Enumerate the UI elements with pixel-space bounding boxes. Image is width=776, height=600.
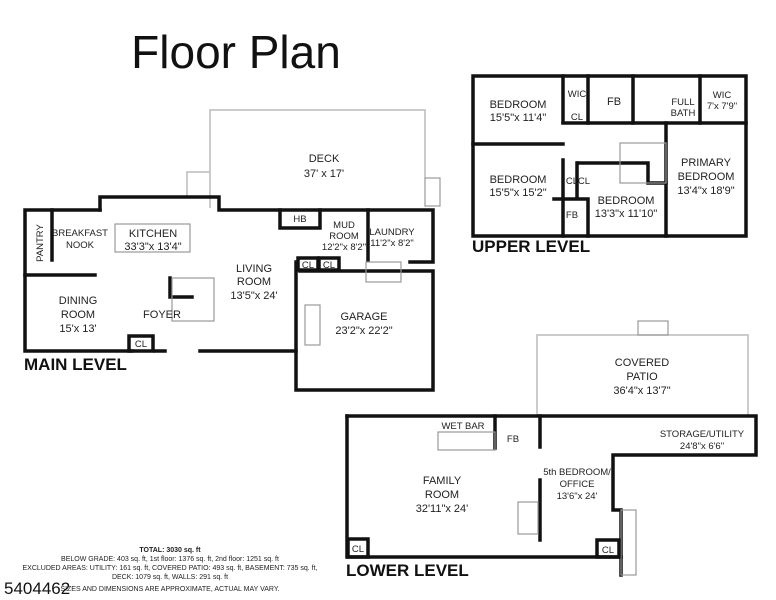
full-bath-2: BATH (671, 108, 696, 119)
area-line-3: DECK: 1079 sq. ft, WALLS: 291 sq. ft (112, 574, 228, 581)
cl-upper-2: CL (566, 176, 578, 187)
main-wall-west (23, 208, 134, 353)
patio-name-2: PATIO (626, 371, 658, 383)
page-title: Floor Plan (131, 26, 341, 78)
listing-id: 5404462 (4, 579, 70, 598)
wic2-size: 7'x 7'9" (707, 101, 737, 112)
deck-outline (209, 109, 426, 208)
primary-size: 13'4"x 18'9" (677, 185, 734, 197)
lower-level-plan: COVERED PATIO 36'4"x 13'7" WET BAR FB ST… (345, 320, 758, 580)
mud-name-1: MUD (333, 220, 355, 231)
wet-bar-counter (437, 431, 496, 451)
pantry-label: PANTRY (35, 224, 46, 262)
bed3-name: BEDROOM (598, 195, 655, 207)
office-size: 13'6"x 24' (557, 491, 598, 502)
deck-stairs (424, 177, 441, 207)
bed3-wall (576, 161, 668, 185)
wet-bar-label: WET BAR (441, 421, 484, 432)
deck-size: 37' x 17' (304, 168, 344, 180)
lower-level-label: LOWER LEVEL (346, 561, 469, 580)
bed1-size: 15'5"x 11'4" (490, 112, 547, 124)
foyer-closet (127, 334, 155, 353)
cl-box-2 (317, 256, 341, 272)
laundry-name: LAUNDRY (369, 227, 415, 238)
kitchen-size: 33'3"x 13'4" (124, 241, 181, 253)
mud-name-2: ROOM (329, 231, 359, 242)
storage-name: STORAGE/UTILITY (660, 429, 745, 440)
bed2-name: BEDROOM (490, 174, 547, 186)
wic2-wall (698, 74, 748, 125)
breakfast-label-2: NOOK (66, 240, 95, 251)
lower-closet-1 (346, 537, 370, 559)
storage-size: 24'8"x 6'6" (680, 441, 724, 452)
bed2-size: 15'5"x 15'2" (489, 187, 546, 199)
main-level-plan: DECK 37' x 17' PANTRY BREAKFAST NOOK KIT… (23, 109, 441, 392)
fb-label: FB (607, 96, 621, 108)
cl-upper-3: CL (578, 176, 590, 187)
garage-size: 23'2"x 22'2" (335, 325, 392, 337)
office-name-1: 5th BEDROOM/ (543, 467, 611, 478)
cl-lower-2: CL (602, 545, 614, 556)
upper-level-label: UPPER LEVEL (472, 237, 590, 256)
primary-name-2: BEDROOM (678, 171, 735, 183)
full-bath-1: FULL (671, 97, 694, 108)
fb2-label: FB (566, 210, 578, 221)
breakfast-label-1: BREAKFAST (52, 228, 108, 239)
family-name-1: FAMILY (423, 475, 462, 487)
cl-1: CL (302, 260, 314, 271)
hb-label: HB (293, 214, 306, 225)
foyer-cl: CL (135, 339, 147, 350)
hb-walls (278, 208, 322, 230)
upper-stairs (619, 142, 667, 184)
wic2-name: WIC (713, 90, 732, 101)
bed1-name: BEDROOM (490, 99, 547, 111)
garage-stairs (304, 304, 321, 346)
laundry-stairs (365, 261, 402, 283)
living-size: 13'5"x 24' (230, 290, 277, 302)
foyer-label: FOYER (143, 309, 181, 321)
fb2-wall (552, 197, 590, 238)
family-size: 32'11"x 24' (416, 503, 469, 515)
dining-name-1: DINING (59, 295, 98, 307)
fb-lower-label: FB (507, 434, 519, 445)
lower-closet-2 (595, 538, 621, 559)
main-wall-north (98, 195, 435, 264)
stair-wall (168, 276, 194, 299)
kitchen-name: KITCHEN (129, 228, 177, 240)
main-stairs (171, 277, 215, 322)
disclaimer: SIZES AND DIMENSIONS ARE APPROXIMATE, AC… (60, 586, 279, 593)
area-line-1: BELOW GRADE: 403 sq. ft, 1st floor: 1376… (61, 556, 279, 563)
total-area: TOTAL: 3030 sq. ft (139, 547, 201, 554)
cl-upper-1: CL (571, 112, 583, 123)
cl-2: CL (323, 260, 335, 271)
upper-outer-wall (471, 74, 748, 238)
deck-name: DECK (309, 153, 340, 165)
office-name-2: OFFICE (560, 479, 595, 490)
dining-size: 15'x 13' (59, 323, 96, 335)
laundry-size: 11'2"x 8'2" (370, 238, 413, 249)
upper-level-plan: BEDROOM 15'5"x 11'4" BEDROOM 15'5"x 15'2… (471, 74, 748, 256)
kitchen-island (114, 223, 191, 253)
garage-walls (294, 260, 435, 392)
wic-label: WIC (568, 89, 587, 100)
patio-size: 36'4"x 13'7" (613, 385, 670, 397)
exterior-stairs (620, 509, 637, 576)
family-name-2: ROOM (425, 489, 459, 501)
area-line-2: EXCLUDED AREAS: UTILITY: 161 sq. ft, COV… (22, 565, 317, 572)
patio-name-1: COVERED (615, 357, 669, 369)
primary-name-1: PRIMARY (681, 157, 732, 169)
patio-stairs (637, 320, 669, 336)
living-name-2: ROOM (237, 276, 271, 288)
mud-size: 12'2"x 8'2" (322, 242, 366, 253)
cl-lower-1: CL (352, 544, 364, 555)
main-level-label: MAIN LEVEL (24, 355, 127, 374)
living-name-1: LIVING (236, 263, 272, 275)
dining-name-2: ROOM (61, 309, 95, 321)
garage-name: GARAGE (340, 311, 387, 323)
deck-step (186, 171, 210, 197)
bed3-size: 13'3"x 11'10" (595, 208, 658, 220)
lower-stairs (517, 501, 539, 535)
